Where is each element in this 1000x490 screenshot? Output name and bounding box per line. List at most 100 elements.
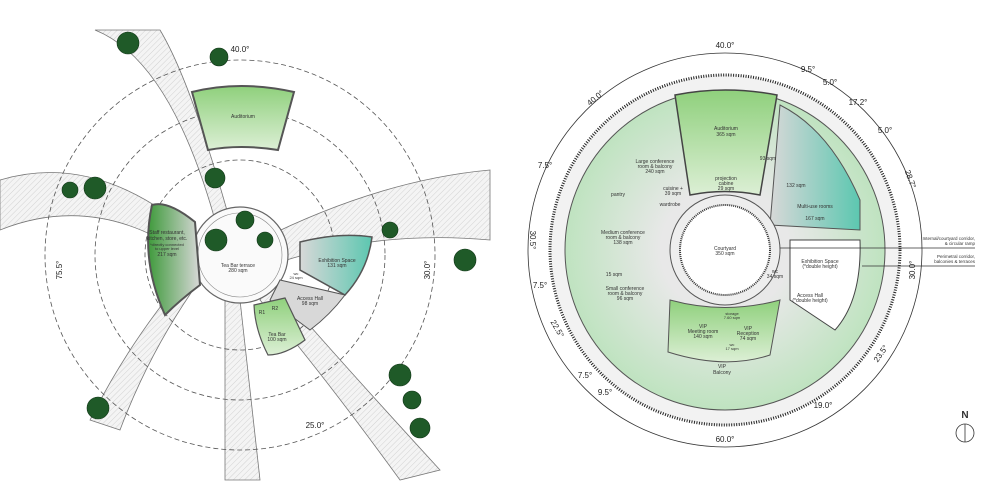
dim-label: 75.5° bbox=[55, 261, 64, 280]
dim-label: 60.0° bbox=[716, 435, 735, 444]
courtyard bbox=[679, 204, 771, 296]
access-hall-left bbox=[269, 279, 346, 331]
label-tea-bar-terrace: Tea Bar terrace bbox=[221, 263, 255, 269]
dim-label: 40.0° bbox=[585, 89, 605, 108]
label-tea-bar: Tea Bar bbox=[268, 332, 286, 338]
dim-label: 30.0° bbox=[908, 261, 917, 280]
vip-rooms bbox=[667, 299, 781, 363]
annotation-internal-corridor: Internal/courtyard corridor, bbox=[922, 236, 975, 241]
tea-bar bbox=[253, 297, 306, 356]
label-room-a: 93 sqm bbox=[760, 156, 776, 162]
tree-icon bbox=[83, 176, 107, 200]
multi-use-rooms bbox=[769, 104, 861, 231]
label-wc-area: 24 sqm bbox=[289, 275, 303, 280]
annotation-leaders bbox=[780, 247, 975, 267]
label-tea-bar-terrace-area: 280 sqm bbox=[228, 268, 247, 274]
dim-label: 9.5° bbox=[598, 388, 612, 397]
label-r1: R1 bbox=[259, 310, 266, 316]
dim-label: 22.5° bbox=[549, 318, 566, 339]
dim-label: 5.0° bbox=[823, 78, 837, 87]
label-large-conf-2: room & balcony bbox=[638, 164, 673, 170]
tree-icon bbox=[388, 363, 412, 387]
label-projection-2: cabine bbox=[719, 181, 734, 187]
dim-label: 7.5° bbox=[538, 161, 552, 170]
annotation-perimetral-corridor-2: balconies & terraces bbox=[934, 259, 976, 264]
label-courtyard-area: 350 sqm bbox=[715, 251, 734, 257]
label-courtyard: Courtyard bbox=[714, 246, 736, 252]
label-vip-reception-area: 74 sqm bbox=[740, 336, 756, 342]
left-site-plan: Auditorium Staff restaurant, kitchen, st… bbox=[0, 29, 491, 481]
label-pantry: pantry bbox=[611, 192, 625, 198]
label-access-hall-right: Access Hall bbox=[797, 293, 823, 299]
staff-restaurant bbox=[147, 203, 202, 317]
label-staff-restaurant: Staff restaurant, bbox=[149, 230, 184, 236]
dim-label: 25.0° bbox=[306, 421, 325, 430]
dim-label: 40.0° bbox=[716, 41, 735, 50]
dim-label: 7.5° bbox=[533, 281, 547, 290]
dim-label: 19.0° bbox=[814, 401, 833, 410]
label-medium-conf-area: 138 sqm bbox=[613, 240, 632, 246]
label-wc-vip-area: 17 sqm bbox=[725, 346, 739, 351]
label-staff-note: *directly connected bbox=[150, 242, 184, 247]
label-access-hall: Access Hall bbox=[297, 296, 323, 302]
label-wc-right: wc bbox=[772, 269, 779, 275]
label-exhibition-area: 131 sqm bbox=[327, 263, 346, 269]
label-wardrobe: wardrobe bbox=[660, 202, 681, 208]
dim-label: 28.7° bbox=[903, 169, 918, 190]
label-exhibition-right: Exhibition Space bbox=[801, 259, 838, 265]
label-vip-balcony-2: Balcony bbox=[713, 370, 731, 376]
tree-icon bbox=[409, 417, 431, 439]
annotation-perimetral-corridor: Perimetral corridor, bbox=[937, 254, 975, 259]
label-vip-reception-2: Reception bbox=[737, 331, 760, 337]
label-auditorium: Auditorium bbox=[231, 114, 255, 120]
tree-icon bbox=[61, 181, 79, 199]
dim-label: 5.0° bbox=[878, 126, 892, 135]
label-access-hall-note: (*double height) bbox=[792, 298, 828, 304]
north-compass: N bbox=[955, 410, 975, 443]
label-access-hall-area: 98 sqm bbox=[302, 301, 318, 307]
tree-icon bbox=[402, 390, 422, 410]
label-room-b: 132 sqm bbox=[786, 183, 805, 189]
label-medium-conf-2: room & balcony bbox=[606, 235, 641, 241]
label-storage-area: 7.60 sqm bbox=[724, 315, 741, 320]
label-cuisine: cuisine + bbox=[663, 186, 683, 192]
label-tea-bar-area: 100 sqm bbox=[267, 337, 286, 343]
dim-label: 23.5° bbox=[872, 343, 890, 364]
label-exhibition-note: (*double height) bbox=[802, 264, 838, 270]
right-floor-plan: Auditorium 365 sqm projection cabine 29 … bbox=[527, 41, 976, 448]
label-projection: projection bbox=[715, 176, 737, 182]
label-exhibition: Exhibition Space bbox=[318, 258, 355, 264]
label-large-conf: Large conference bbox=[636, 159, 675, 165]
label-small-conf: Small conference bbox=[606, 286, 645, 292]
tree-icon bbox=[209, 47, 229, 67]
compass-label: N bbox=[961, 410, 968, 421]
dim-label: 30.5° bbox=[528, 231, 537, 250]
dim-label: 7.5° bbox=[578, 371, 592, 380]
auditorium-right bbox=[674, 89, 778, 196]
dim-label: 17.2° bbox=[849, 98, 868, 107]
label-staff-note-2: to upper level bbox=[155, 246, 179, 251]
tree-icon bbox=[204, 228, 228, 252]
label-auditorium-right: Auditorium bbox=[714, 126, 738, 132]
label-small-conf-2: room & balcony bbox=[608, 291, 643, 297]
tree-icon bbox=[116, 31, 140, 55]
label-projection-area: 29 sqm bbox=[718, 186, 734, 192]
label-staff-restaurant-2: kitchen, store, etc. bbox=[147, 236, 188, 242]
label-vip-meeting-2: Meeting room bbox=[688, 329, 719, 335]
label-multi-use: Multi-use rooms bbox=[797, 204, 833, 210]
dim-label: 9.5° bbox=[801, 65, 815, 74]
label-small-conf-area: 96 sqm bbox=[617, 296, 633, 302]
label-room-c: 167 sqm bbox=[805, 216, 824, 222]
label-pantry-small-area: 15 sqm bbox=[606, 272, 622, 278]
tree-icon bbox=[235, 210, 255, 230]
label-cuisine-area: 39 sqm bbox=[665, 191, 681, 197]
tree-icon bbox=[256, 231, 274, 249]
label-vip-balcony: VIP bbox=[718, 364, 727, 370]
dim-label: 40.0° bbox=[231, 45, 250, 54]
label-vip-meeting: VIP bbox=[699, 324, 708, 330]
label-auditorium-area: 365 sqm bbox=[716, 132, 735, 138]
label-medium-conf: Medium conference bbox=[601, 230, 645, 236]
tree-icon bbox=[381, 221, 399, 239]
label-staff-area: 217 sqm bbox=[157, 252, 176, 258]
dim-label: 30.0° bbox=[423, 261, 432, 280]
